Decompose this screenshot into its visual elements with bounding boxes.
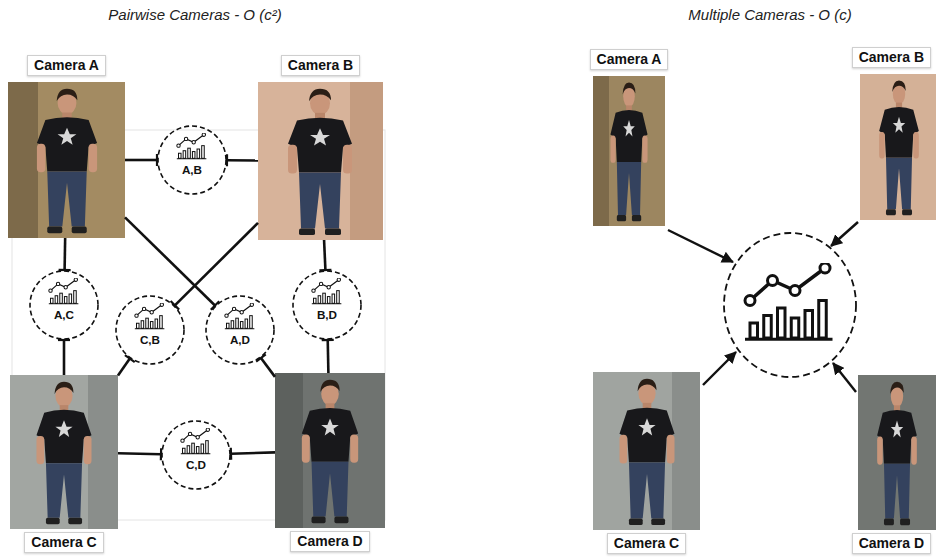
photo-ground: [593, 372, 700, 530]
photo-ground: [593, 76, 665, 226]
camera-node: Camera D: [858, 375, 936, 530]
camera-photo: [10, 375, 118, 529]
dashed-circle: [292, 270, 362, 340]
pair-model-node: A,D: [205, 295, 275, 365]
camera-photo: [258, 82, 383, 240]
input-arrow: [703, 352, 736, 385]
camera-node: Camera B: [860, 74, 936, 220]
shared-model-circle: [724, 233, 856, 377]
input-arrow: [831, 222, 858, 246]
dashed-circle: [162, 421, 230, 489]
photo-ground: [275, 373, 385, 528]
input-arrow: [668, 230, 733, 262]
dashed-circle: [158, 126, 226, 194]
dashed-circle: [206, 296, 274, 364]
camera-photo: [8, 82, 125, 238]
person-figure: [288, 89, 352, 235]
pair-label: A,B: [157, 162, 227, 178]
pair-label: C,D: [161, 457, 231, 473]
pair-model-node: A,C: [29, 270, 99, 340]
camera-node: Camera A: [8, 82, 125, 238]
camera-node: Camera C: [593, 372, 700, 530]
pair-model-node: B,D: [292, 270, 362, 340]
camera-label: Camera A: [590, 49, 669, 70]
person-figure: [36, 382, 91, 525]
person-figure: [37, 89, 97, 233]
person-figure: [619, 379, 674, 525]
model-icon: [745, 263, 833, 339]
connector-line: [326, 340, 329, 373]
connector-line: [118, 452, 161, 456]
dashed-circle: [205, 295, 275, 365]
pair-label: A,C: [29, 307, 99, 323]
dashed-circle: [116, 296, 184, 364]
camera-label: Camera C: [24, 532, 103, 553]
photo-ground: [10, 375, 118, 529]
dashed-circle: [115, 295, 185, 365]
person-figure: [302, 380, 358, 523]
model-icon: [312, 278, 342, 304]
photo-shade: [672, 372, 700, 530]
panel-title: Multiple Cameras - O (c): [688, 6, 851, 24]
connector-line: [125, 159, 157, 162]
camera-node: Camera C: [10, 375, 118, 529]
camera-photo: [593, 372, 700, 530]
pair-model-node: C,B: [115, 295, 185, 365]
photo-ground: [858, 375, 936, 530]
model-icon: [225, 303, 255, 329]
connector-line: [125, 217, 215, 305]
model-icon: [135, 303, 165, 329]
camera-node: Camera B: [258, 82, 383, 240]
connector-line: [63, 238, 66, 270]
connector-line: [231, 452, 275, 453]
pair-label: B,D: [292, 307, 362, 323]
camera-label: Camera D: [290, 531, 369, 552]
camera-photo: [860, 74, 936, 220]
photo-shade: [8, 82, 38, 238]
camera-label: Camera B: [281, 55, 360, 76]
photo-ground: [8, 82, 125, 238]
camera-photo: [858, 375, 936, 530]
connector-line: [324, 240, 325, 270]
photo-shade: [88, 375, 118, 529]
photo-ground: [258, 82, 383, 240]
dashed-circle: [161, 420, 231, 490]
pair-label: C,B: [115, 332, 185, 348]
person-figure: [879, 80, 919, 215]
connector-line: [261, 358, 275, 377]
input-arrow: [833, 363, 856, 392]
dashed-circle: [29, 270, 99, 340]
pair-model-node: A,B: [157, 125, 227, 195]
camera-node: Camera A: [593, 76, 665, 226]
pair-model-node: C,D: [161, 420, 231, 490]
dashed-circle: [157, 125, 227, 195]
connector-line: [227, 159, 258, 162]
camera-photo: [275, 373, 385, 528]
model-icon: [177, 133, 207, 159]
person-figure: [610, 83, 647, 222]
connector-line: [63, 340, 66, 375]
camera-label: Camera A: [27, 55, 106, 76]
photo-shade: [593, 76, 609, 226]
camera-label: Camera C: [607, 533, 686, 554]
dashed-circle: [30, 271, 98, 339]
camera-node: Camera D: [275, 373, 385, 528]
camera-label: Camera D: [852, 533, 931, 554]
person-figure: [877, 382, 917, 525]
photo-ground: [860, 74, 936, 220]
camera-photo: [593, 76, 665, 226]
model-icon: [181, 428, 211, 454]
dashed-circle: [293, 271, 361, 339]
pair-label: A,D: [205, 332, 275, 348]
connector-line: [118, 359, 130, 376]
panel-title: Pairwise Cameras - O (c²): [108, 6, 281, 24]
photo-shade: [275, 373, 303, 528]
connector-line: [175, 223, 258, 305]
model-icon: [49, 278, 79, 304]
camera-label: Camera B: [852, 47, 931, 68]
photo-shade: [350, 82, 383, 240]
